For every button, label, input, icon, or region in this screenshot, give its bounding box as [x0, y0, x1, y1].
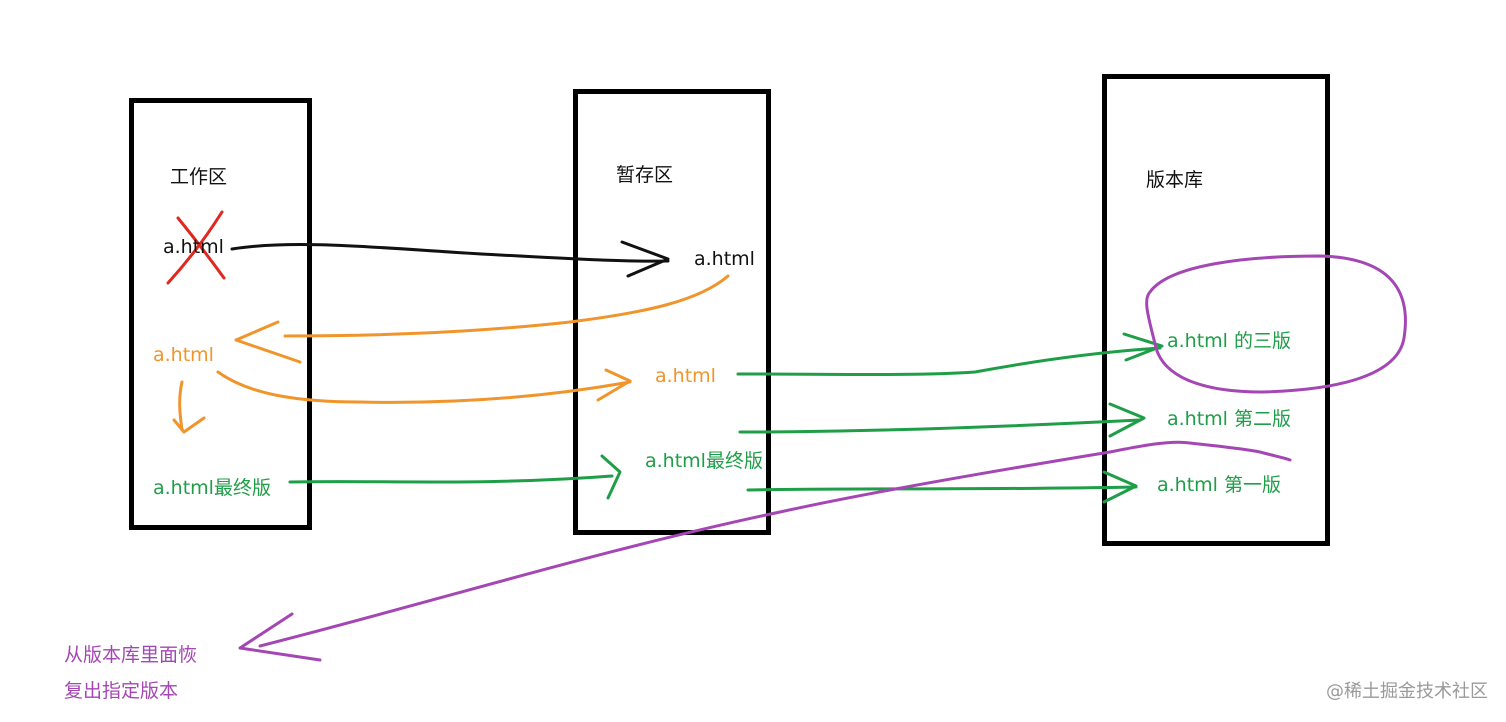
- repository-version-3: a.html 的三版: [1167, 330, 1292, 352]
- staging-title: 暂存区: [616, 164, 674, 186]
- purple-restore-head: [238, 612, 322, 662]
- orange-add-line: [216, 370, 632, 404]
- green-commit-v2-head: [1108, 402, 1146, 438]
- repository-version-2: a.html 第二版: [1167, 408, 1292, 430]
- staging-box: [573, 89, 771, 535]
- orange-add-head: [596, 368, 632, 402]
- workspace-box: [129, 98, 312, 530]
- staging-file-2: a.html: [655, 365, 716, 387]
- red-cross-stroke-1: [176, 216, 226, 280]
- black-arrow-head: [620, 240, 670, 278]
- orange-return-line: [283, 274, 730, 338]
- purple-circle: [1145, 254, 1407, 394]
- green-commit-v2-line: [738, 418, 1142, 434]
- orange-return-head: [234, 320, 302, 364]
- green-commit-v1-line: [746, 485, 1138, 492]
- repository-title: 版本库: [1146, 169, 1204, 191]
- staging-file-1: a.html: [694, 248, 755, 270]
- green-final-add-head: [600, 454, 622, 500]
- workspace-file-deleted: a.html: [163, 236, 224, 258]
- workspace-file-modified: a.html: [153, 344, 214, 366]
- repository-version-1: a.html 第一版: [1157, 474, 1282, 496]
- green-final-add-line: [288, 474, 614, 484]
- orange-down-line: [178, 380, 184, 432]
- green-commit-v1-head: [1102, 470, 1138, 504]
- restore-note-line-2: 复出指定版本: [64, 680, 179, 702]
- workspace-title: 工作区: [170, 166, 228, 188]
- purple-scribble: [1108, 440, 1292, 462]
- red-cross-stroke-2: [166, 210, 224, 285]
- green-commit-v3-line: [736, 346, 1162, 376]
- restore-note-line-1: 从版本库里面恢: [64, 644, 198, 666]
- green-commit-v3-head: [1122, 332, 1164, 362]
- staging-file-final: a.html最终版: [645, 450, 763, 472]
- watermark: @稀土掘金技术社区: [1326, 681, 1488, 702]
- purple-restore-line: [258, 450, 1112, 648]
- workspace-file-final: a.html最终版: [153, 477, 271, 499]
- repository-box: [1102, 74, 1330, 546]
- orange-down-head: [172, 416, 206, 434]
- black-arrow-line: [230, 242, 670, 263]
